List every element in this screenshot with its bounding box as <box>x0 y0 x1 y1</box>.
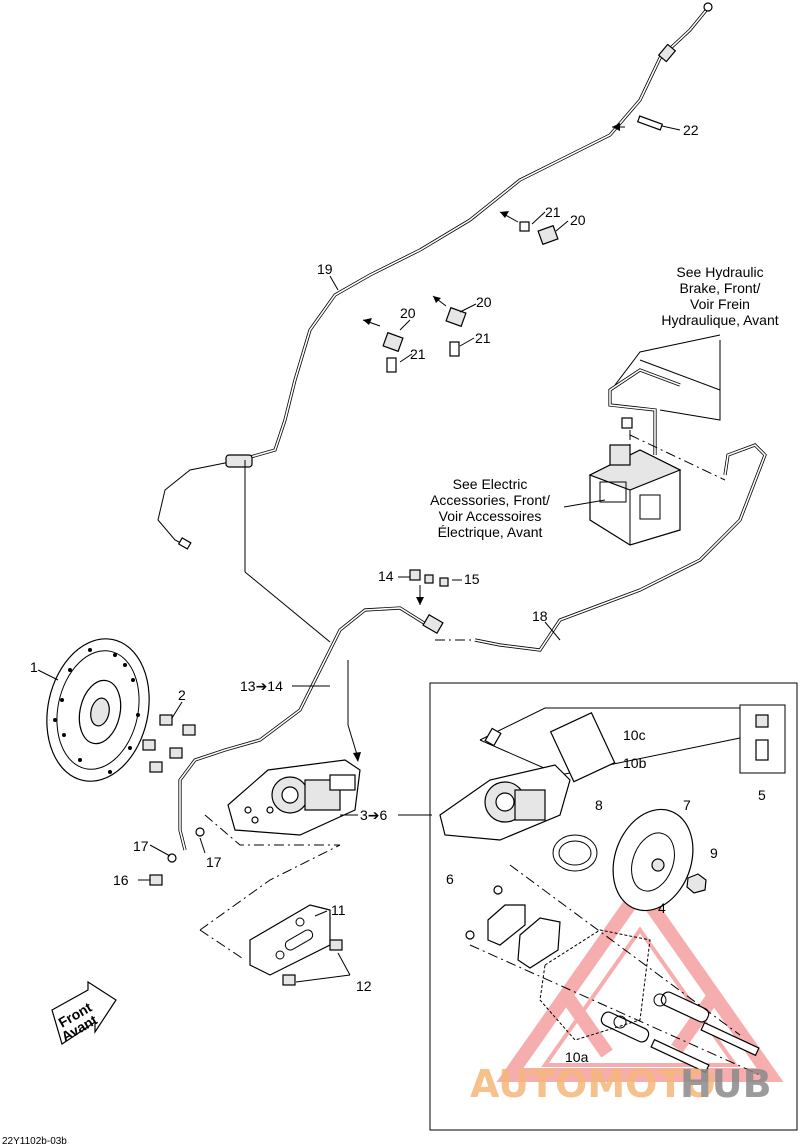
diagram-code: 22Y1102b-03b <box>2 1136 67 1147</box>
construction-lines <box>199 430 726 961</box>
callout-labels: 1 2 3➔6 4 5 6 7 8 9 10a 10b 10c 11 12 13… <box>30 122 766 1065</box>
front-direction-badge: Front Avant <box>51 980 117 1045</box>
callout-6: 6 <box>446 871 454 887</box>
callout-4: 4 <box>658 900 666 916</box>
electric-note-line-1: See Electric <box>453 476 528 492</box>
callout-19: 19 <box>317 261 333 277</box>
caliper-assembly <box>227 759 361 836</box>
callout-21-top: 21 <box>545 204 561 220</box>
cable-clamps <box>382 115 664 373</box>
brake-hose-rear <box>178 569 449 851</box>
callout-2: 2 <box>178 687 186 703</box>
callout-10c: 10c <box>623 727 646 743</box>
callout-22: 22 <box>683 122 699 138</box>
callout-13-14: 13➔14 <box>240 678 283 694</box>
watermark-logo <box>496 877 784 1082</box>
banjo-bolt <box>149 827 205 886</box>
arrow-14 <box>416 597 424 605</box>
callout-17-left: 17 <box>133 838 149 854</box>
leader-lines <box>37 125 681 983</box>
callout-1: 1 <box>30 659 38 675</box>
electric-note-line-4: Électrique, Avant <box>438 524 543 540</box>
callout-8: 8 <box>595 797 603 813</box>
callout-20-top: 20 <box>570 212 586 228</box>
hydraulic-note-line-4: Hydraulique, Avant <box>661 312 778 328</box>
abs-module <box>588 334 721 546</box>
callout-10b: 10b <box>623 755 647 771</box>
arrows <box>353 123 620 762</box>
callout-17-right: 17 <box>206 854 222 870</box>
watermark-text: AUTOMOTO HUB <box>470 1062 772 1106</box>
callout-5: 5 <box>758 787 766 803</box>
parking-brake-cable <box>157 2 713 550</box>
callout-21-right: 21 <box>475 330 491 346</box>
disc-bolts <box>142 714 196 773</box>
detail-box <box>429 682 798 1131</box>
arrow-20-top <box>500 211 509 218</box>
electric-note: See Electric Accessories, Front/ Voir Ac… <box>430 476 550 540</box>
arrow-20-right <box>433 296 441 303</box>
callout-16: 16 <box>113 872 129 888</box>
callout-21-left: 21 <box>410 346 426 362</box>
watermark-hub: HUB <box>680 1062 772 1106</box>
callout-10a: 10a <box>565 1049 589 1065</box>
arrow-22 <box>612 123 620 131</box>
electric-note-line-3: Voir Accessoires <box>439 508 542 524</box>
callout-20-left: 20 <box>400 305 416 321</box>
watermark-auto: AUTOMOTO <box>470 1062 716 1106</box>
arrow-20-left <box>363 318 372 325</box>
callout-18: 18 <box>532 608 548 624</box>
hydraulic-note-line-2: Brake, Front/ <box>680 280 761 296</box>
callout-7: 7 <box>683 797 691 813</box>
callout-3-6: 3➔6 <box>360 807 388 823</box>
hydraulic-note: See Hydraulic Brake, Front/ Voir Frein H… <box>661 264 778 328</box>
callout-15: 15 <box>464 571 480 587</box>
hydraulic-note-line-1: See Hydraulic <box>676 264 763 280</box>
caliper-bracket <box>249 904 343 986</box>
brake-disc <box>46 638 150 782</box>
callout-12: 12 <box>356 978 372 994</box>
brake-line-front <box>474 443 767 652</box>
callout-14: 14 <box>378 568 394 584</box>
electric-note-line-2: Accessories, Front/ <box>430 492 550 508</box>
arrow-3-6 <box>353 752 361 762</box>
callout-20-right: 20 <box>476 294 492 310</box>
callout-11: 11 <box>331 902 346 918</box>
hydraulic-note-line-3: Voir Frein <box>690 296 750 312</box>
callout-9: 9 <box>710 845 718 861</box>
